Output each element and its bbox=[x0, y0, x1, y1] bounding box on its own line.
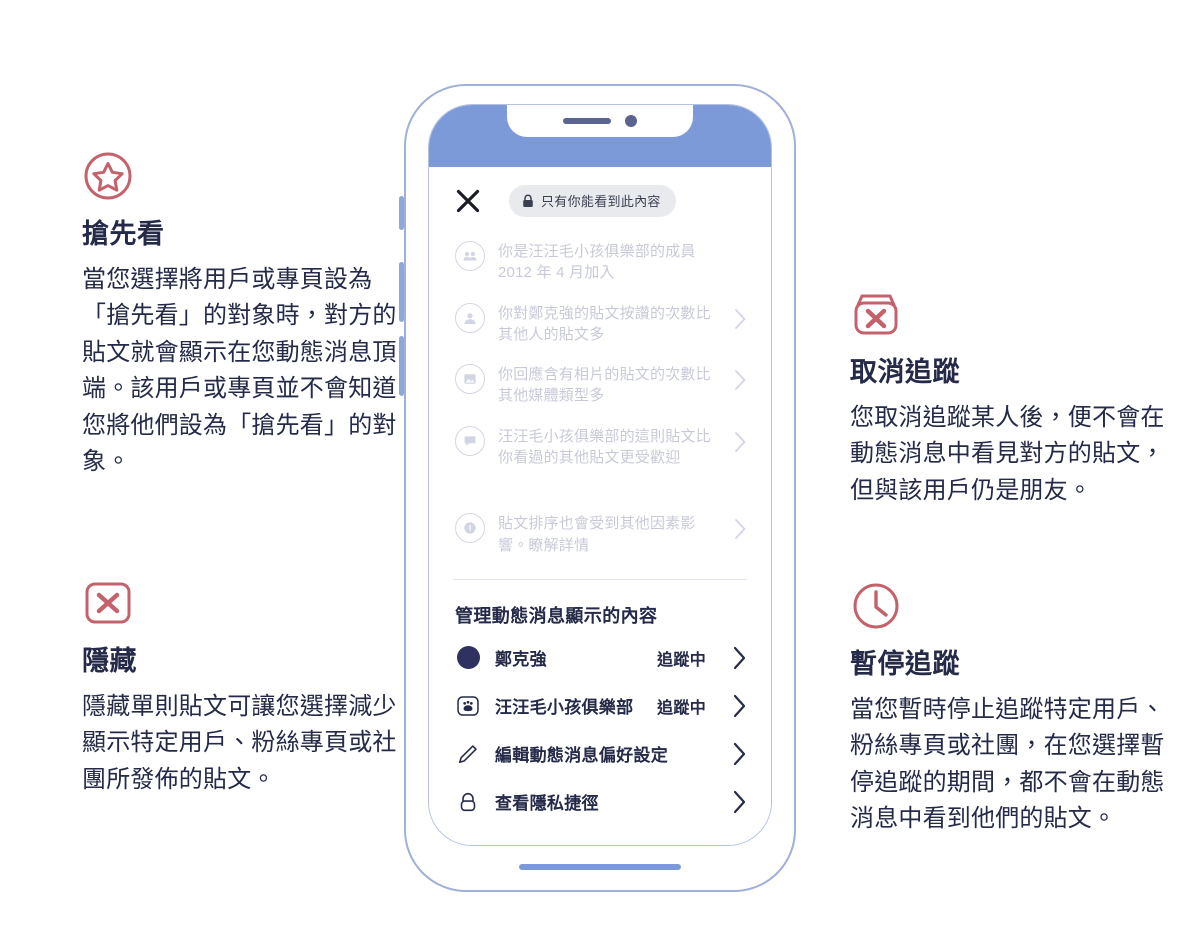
phone-volume-down-button[interactable] bbox=[399, 336, 404, 396]
insight-row-membership[interactable]: 你是汪汪毛小孩俱樂部的成員 2012 年 4 月加入 bbox=[451, 231, 749, 293]
chevron-right-icon bbox=[735, 519, 746, 540]
manage-row-status: 追蹤中 bbox=[657, 651, 706, 669]
lock-icon bbox=[523, 194, 533, 207]
paw-badge-icon bbox=[455, 693, 481, 719]
chevron-right-icon bbox=[735, 308, 746, 329]
feature-block-unfollow: 取消追蹤 您取消追蹤某人後，便不會在動態消息中看見對方的貼文，但與該用戶仍是朋友… bbox=[850, 288, 1168, 509]
insight-row-ranking-info[interactable]: 貼文排序也會受到其他因素影響。瞭解詳情 bbox=[451, 503, 749, 565]
phone-screen-bezel: 只有你能看到此內容 bbox=[428, 104, 772, 846]
avatar-circle-icon bbox=[455, 645, 481, 671]
feature-block-snooze: 暫停追蹤 當您暫時停止追蹤特定用戶、粉絲專頁或社團，在您選擇暫停追蹤的期間，都不… bbox=[850, 580, 1170, 838]
chevron-right-icon bbox=[735, 370, 746, 391]
feature-body: 當您選擇將用戶或專頁設為「搶先看」的對象時，對方的貼文就會顯示在您動態消息頂端。… bbox=[82, 265, 397, 476]
feature-title: 取消追蹤 bbox=[850, 357, 960, 387]
phone-mockup: 只有你能看到此內容 bbox=[399, 84, 796, 892]
privacy-badge: 只有你能看到此內容 bbox=[509, 185, 676, 217]
manage-row-person[interactable]: 鄭克強 追蹤中 bbox=[451, 634, 749, 682]
manage-row-label: 鄭克強 bbox=[495, 650, 547, 670]
feature-block-see-first: 搶先看 當您選擇將用戶或專頁設為「搶先看」的對象時，對方的貼文就會顯示在您動態消… bbox=[82, 150, 400, 481]
manage-row-group[interactable]: 汪汪毛小孩俱樂部 追蹤中 bbox=[451, 682, 749, 730]
manage-section-title: 管理動態消息顯示的內容 bbox=[455, 605, 658, 626]
phone-notch bbox=[507, 105, 693, 137]
chat-bubble-icon bbox=[455, 425, 485, 456]
insight-text: 你對鄭克強的貼文按讚的次數比其他人的貼文多 bbox=[498, 304, 711, 343]
x-in-square-icon bbox=[85, 582, 131, 624]
chevron-right-icon bbox=[733, 790, 746, 814]
pencil-icon bbox=[455, 741, 481, 767]
person-avatar-icon bbox=[455, 302, 485, 333]
insight-row-photos[interactable]: 你回應含有相片的貼文的次數比其他媒體類型多 bbox=[451, 354, 749, 416]
lock-outline-icon bbox=[455, 789, 481, 815]
people-group-icon bbox=[455, 241, 485, 271]
avatar bbox=[456, 646, 480, 670]
phone-status-band bbox=[429, 105, 771, 167]
insight-text: 你回應含有相片的貼文的次數比其他媒體類型多 bbox=[498, 366, 711, 405]
app-header: 只有你能看到此內容 bbox=[451, 167, 749, 225]
insight-row-likes[interactable]: 你對鄭克強的貼文按讚的次數比其他人的貼文多 bbox=[451, 293, 749, 355]
insight-subtext: 2012 年 4 月加入 bbox=[498, 264, 615, 282]
manage-row-status: 追蹤中 bbox=[657, 699, 706, 717]
manage-row-privacy-shortcuts[interactable]: 查看隱私捷徑 bbox=[451, 778, 749, 826]
insight-list: 你是汪汪毛小孩俱樂部的成員 2012 年 4 月加入 你對鄭克強的貼文按讚的次數… bbox=[451, 231, 749, 565]
home-indicator[interactable] bbox=[519, 864, 681, 870]
privacy-badge-label: 只有你能看到此內容 bbox=[541, 194, 661, 209]
manage-row-label: 查看隱私捷徑 bbox=[495, 794, 599, 814]
insight-row-popular-post[interactable]: 汪汪毛小孩俱樂部的這則貼文比你看過的其他貼文更受歡迎 bbox=[451, 416, 749, 478]
photo-icon bbox=[455, 364, 485, 395]
feature-title: 暫停追蹤 bbox=[850, 649, 960, 679]
feature-body: 隱藏單則貼文可讓您選擇減少顯示特定用戶、粉絲專頁或社團所發佈的貼文。 bbox=[82, 692, 397, 793]
manage-row-label: 汪汪毛小孩俱樂部 bbox=[495, 698, 634, 718]
feature-body: 當您暫時停止追蹤特定用戶、粉絲專頁或社團，在您選擇暫停追蹤的期間，都不會在動態消… bbox=[850, 695, 1165, 833]
chevron-right-icon bbox=[735, 431, 746, 452]
chevron-right-icon bbox=[733, 742, 746, 766]
insight-text: 你是汪汪毛小孩俱樂部的成員 2012 年 4 月加入 bbox=[498, 240, 747, 284]
close-x-icon[interactable] bbox=[455, 188, 481, 214]
feature-title: 隱藏 bbox=[82, 646, 137, 676]
manage-row-label: 編輯動態消息偏好設定 bbox=[495, 746, 668, 766]
section-divider bbox=[453, 578, 747, 580]
earpiece-speaker-icon bbox=[563, 118, 611, 124]
insight-text: 汪汪毛小孩俱樂部的這則貼文比你看過的其他貼文更受歡迎 bbox=[498, 427, 711, 467]
front-camera-icon bbox=[625, 115, 637, 127]
phone-silent-switch[interactable] bbox=[399, 196, 404, 230]
chevron-right-icon bbox=[733, 646, 746, 670]
manage-row-edit-preferences[interactable]: 編輯動態消息偏好設定 bbox=[451, 730, 749, 778]
chevron-right-icon bbox=[733, 694, 746, 718]
app-screen: 只有你能看到此內容 bbox=[429, 167, 771, 845]
insight-text: 貼文排序也會受到其他因素影響。瞭解詳情 bbox=[498, 515, 696, 554]
box-with-x-icon bbox=[854, 294, 898, 335]
phone-volume-up-button[interactable] bbox=[399, 262, 404, 322]
feature-body: 您取消追蹤某人後，便不會在動態消息中看見對方的貼文，但與該用戶仍是朋友。 bbox=[850, 403, 1165, 504]
feature-block-hide: 隱藏 隱藏單則貼文可讓您選擇減少顯示特定用戶、粉絲專頁或社團所發佈的貼文。 bbox=[82, 577, 412, 798]
feature-title: 搶先看 bbox=[82, 219, 165, 249]
star-in-circle-icon bbox=[84, 152, 132, 200]
clock-icon bbox=[853, 583, 899, 629]
info-icon bbox=[455, 513, 485, 544]
